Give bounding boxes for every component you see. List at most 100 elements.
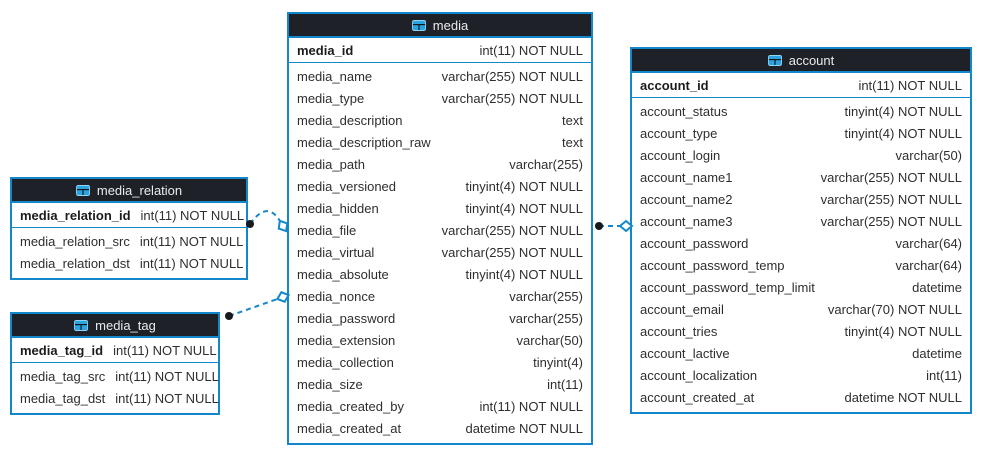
field-name: media_created_by bbox=[297, 398, 404, 414]
pk-field-type: int(11) NOT NULL bbox=[113, 342, 217, 358]
pk-field-name: account_id bbox=[640, 77, 709, 93]
field-name: account_name2 bbox=[640, 191, 733, 207]
field-type: tinyint(4) bbox=[533, 354, 583, 370]
table-media[interactable]: media media_id int(11) NOT NULL media_na… bbox=[287, 12, 593, 445]
field-row: media_collection tinyint(4) bbox=[289, 351, 591, 373]
field-row: media_description text bbox=[289, 109, 591, 131]
field-row: media_hidden tinyint(4) NOT NULL bbox=[289, 197, 591, 219]
table-header: media_relation bbox=[12, 179, 246, 203]
field-type: tinyint(4) NOT NULL bbox=[465, 266, 583, 282]
field-type: varchar(255) NOT NULL bbox=[441, 68, 583, 84]
field-type: tinyint(4) NOT NULL bbox=[844, 323, 962, 339]
relationship-line-media_relation-to-media bbox=[249, 210, 281, 225]
field-type: varchar(255) NOT NULL bbox=[441, 90, 583, 106]
field-name: media_virtual bbox=[297, 244, 375, 260]
field-row: media_created_by int(11) NOT NULL bbox=[289, 395, 591, 417]
field-type: varchar(64) bbox=[895, 257, 962, 273]
field-type: datetime bbox=[912, 279, 962, 295]
pk-row: media_tag_id int(11) NOT NULL bbox=[12, 338, 218, 363]
field-type: varchar(255) NOT NULL bbox=[820, 191, 962, 207]
field-type: varchar(255) bbox=[509, 156, 583, 172]
field-type: int(11) NOT NULL bbox=[139, 233, 244, 249]
table-title: media bbox=[432, 17, 469, 33]
field-row: account_tries tinyint(4) NOT NULL bbox=[632, 320, 970, 342]
field-name: media_description_raw bbox=[297, 134, 431, 150]
pk-row: media_relation_id int(11) NOT NULL bbox=[12, 203, 246, 228]
field-name: media_file bbox=[297, 222, 357, 238]
pk-field-name: media_id bbox=[297, 42, 354, 58]
field-name: media_collection bbox=[297, 354, 394, 370]
field-type: int(11) bbox=[926, 367, 962, 383]
field-type: varchar(255) bbox=[509, 288, 583, 304]
field-name: account_password_temp bbox=[640, 257, 785, 273]
field-name: account_lactive bbox=[640, 345, 730, 361]
field-row: media_relation_src int(11) NOT NULL bbox=[12, 230, 246, 252]
field-name: account_type bbox=[640, 125, 718, 141]
field-name: media_description bbox=[297, 112, 403, 128]
field-name: media_relation_src bbox=[20, 233, 130, 249]
field-type: text bbox=[562, 112, 583, 128]
field-type: text bbox=[562, 134, 583, 150]
field-type: varchar(255) bbox=[509, 310, 583, 326]
field-name: account_email bbox=[640, 301, 724, 317]
field-name: account_localization bbox=[640, 367, 758, 383]
field-name: account_name1 bbox=[640, 169, 733, 185]
field-type: varchar(255) NOT NULL bbox=[441, 244, 583, 260]
field-row: account_created_at datetime NOT NULL bbox=[632, 386, 970, 408]
table-media-tag[interactable]: media_tag media_tag_id int(11) NOT NULL … bbox=[10, 312, 220, 415]
table-title: media_relation bbox=[96, 182, 183, 198]
field-row: media_description_raw text bbox=[289, 131, 591, 153]
field-name: media_type bbox=[297, 90, 365, 106]
table-account[interactable]: account account_id int(11) NOT NULL acco… bbox=[630, 47, 972, 414]
field-name: account_login bbox=[640, 147, 721, 163]
field-type: varchar(255) NOT NULL bbox=[820, 213, 962, 229]
field-type: datetime NOT NULL bbox=[844, 389, 962, 405]
pk-field-type: int(11) NOT NULL bbox=[140, 207, 245, 223]
field-type: int(11) NOT NULL bbox=[139, 255, 244, 271]
field-row: media_type varchar(255) NOT NULL bbox=[289, 87, 591, 109]
field-name: account_created_at bbox=[640, 389, 755, 405]
field-name: account_tries bbox=[640, 323, 718, 339]
field-row: account_lactive datetime bbox=[632, 342, 970, 364]
table-icon bbox=[767, 54, 782, 66]
field-row: account_password_temp varchar(64) bbox=[632, 254, 970, 276]
field-type: varchar(64) bbox=[895, 235, 962, 251]
field-row: account_localization int(11) bbox=[632, 364, 970, 386]
field-name: media_hidden bbox=[297, 200, 379, 216]
field-type: datetime bbox=[912, 345, 962, 361]
field-row: media_virtual varchar(255) NOT NULL bbox=[289, 241, 591, 263]
table-title: media_tag bbox=[95, 317, 156, 333]
pk-field-name: media_tag_id bbox=[20, 342, 104, 358]
field-type: int(11) NOT NULL bbox=[479, 398, 583, 414]
pk-field-name: media_relation_id bbox=[20, 207, 131, 223]
table-icon bbox=[411, 19, 426, 31]
table-media-relation[interactable]: media_relation media_relation_id int(11)… bbox=[10, 177, 248, 280]
field-type: tinyint(4) NOT NULL bbox=[465, 200, 583, 216]
diamond-end-icon bbox=[277, 219, 289, 233]
pk-row: media_id int(11) NOT NULL bbox=[289, 38, 591, 63]
field-name: account_name3 bbox=[640, 213, 733, 229]
table-icon bbox=[74, 319, 89, 331]
field-name: media_absolute bbox=[297, 266, 389, 282]
table-header: media_tag bbox=[12, 314, 218, 338]
field-row: account_name3 varchar(255) NOT NULL bbox=[632, 210, 970, 232]
